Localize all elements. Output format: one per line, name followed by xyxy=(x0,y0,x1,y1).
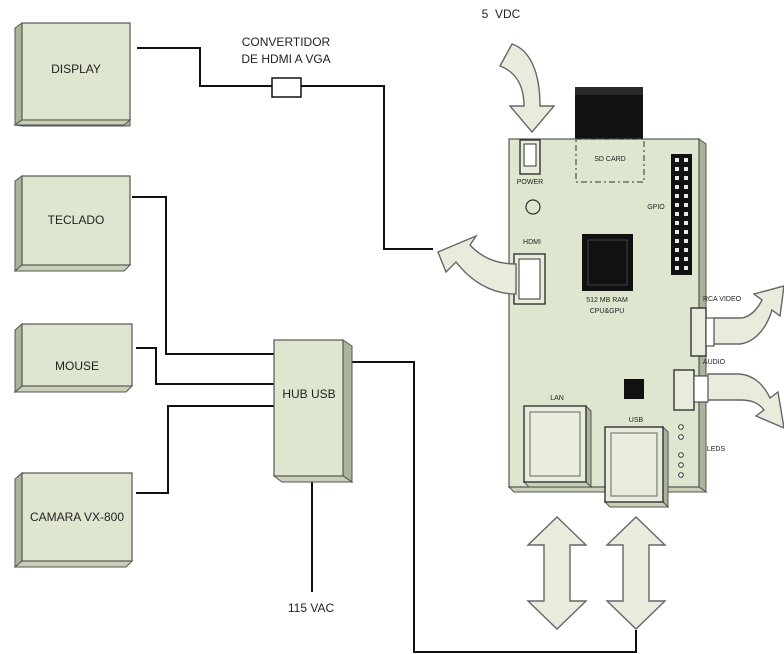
raspberry-board: POWER SD CARD GPIO HDMI 512 MB RAM CPU&G… xyxy=(507,87,742,509)
hub-power-label: 115 VAC xyxy=(288,601,335,615)
gpio-pin xyxy=(684,248,688,252)
gpio-pin xyxy=(675,239,679,243)
small-chip xyxy=(624,379,644,399)
audio-port xyxy=(673,369,695,411)
power-label: POWER xyxy=(517,179,543,186)
led-1 xyxy=(678,424,684,430)
hub-usb-box: HUB USB xyxy=(272,339,354,483)
hdmi-vga-converter: CONVERTIDOR DE HDMI A VGA xyxy=(241,35,331,98)
mouse-box: MOUSE xyxy=(13,322,134,394)
leds xyxy=(678,424,684,478)
usb-port xyxy=(604,426,664,503)
gpio-pin xyxy=(684,185,688,189)
led-2 xyxy=(678,434,684,440)
wire-hub-usb xyxy=(352,361,637,653)
gpio-pins xyxy=(675,158,688,270)
led-5 xyxy=(678,472,684,478)
chip-label-line1: 512 MB RAM xyxy=(586,297,628,304)
rca-video-output-arrow xyxy=(713,285,784,345)
gpio-pin xyxy=(684,203,688,207)
power-input-arrow xyxy=(498,43,556,134)
gpio-pin xyxy=(675,158,679,162)
lan-bidirectional-arrow xyxy=(526,516,588,630)
wire-teclado-hub xyxy=(132,196,274,355)
audio-output-arrow xyxy=(707,373,784,429)
gpio-header xyxy=(671,154,692,275)
sd-card-area xyxy=(575,138,645,183)
leds-label: LEDS xyxy=(707,446,726,453)
mouse-label: MOUSE xyxy=(55,359,99,373)
display-box: DISPLAY xyxy=(13,22,132,127)
display-label: DISPLAY xyxy=(51,62,101,76)
gpio-pin xyxy=(675,221,679,225)
gpio-pin xyxy=(684,176,688,180)
gpio-pin xyxy=(684,257,688,261)
sd-card-slot xyxy=(575,87,643,139)
gpio-pin xyxy=(684,212,688,216)
gpio-pin xyxy=(675,257,679,261)
gpio-pin xyxy=(675,212,679,216)
camara-box: CAMARA VX-800 xyxy=(13,471,134,569)
wire-mouse-hub xyxy=(136,347,274,385)
gpio-pin xyxy=(684,230,688,234)
teclado-box: TECLADO xyxy=(13,175,132,273)
gpio-pin xyxy=(684,158,688,162)
gpio-pin xyxy=(684,167,688,171)
gpio-pin xyxy=(675,167,679,171)
lan-port xyxy=(523,405,587,483)
camara-label: CAMARA VX-800 xyxy=(30,510,124,524)
converter-label-line2: DE HDMI A VGA xyxy=(241,52,330,66)
usb-bidirectional-arrow xyxy=(605,516,667,630)
sd-card-label: SD CARD xyxy=(594,156,626,163)
hdmi-output-arrow xyxy=(437,234,517,295)
wires xyxy=(132,47,637,653)
wire-display-converter xyxy=(137,47,272,87)
mount-hole xyxy=(525,199,541,215)
gpio-pin xyxy=(684,266,688,270)
cpu-chip xyxy=(582,234,633,291)
audio-label: AUDIO xyxy=(703,359,726,366)
hub-usb-label: HUB USB xyxy=(282,387,335,401)
gpio-pin xyxy=(684,221,688,225)
gpio-pin xyxy=(675,185,679,189)
usb-label: USB xyxy=(629,417,644,424)
rca-video-label: RCA VIDEO xyxy=(703,296,742,303)
gpio-label: GPIO xyxy=(647,204,665,211)
gpio-pin xyxy=(675,203,679,207)
converter-label-line1: CONVERTIDOR xyxy=(242,35,331,49)
gpio-pin xyxy=(684,239,688,243)
hdmi-label: HDMI xyxy=(523,239,541,246)
led-3 xyxy=(678,452,684,458)
wire-camara-hub xyxy=(136,405,274,494)
gpio-pin xyxy=(684,194,688,198)
gpio-pin xyxy=(675,176,679,180)
power-input-label: 5 VDC xyxy=(482,7,521,21)
lan-label: LAN xyxy=(550,395,564,402)
gpio-pin xyxy=(675,194,679,198)
rca-video-port xyxy=(690,307,707,357)
gpio-pin xyxy=(675,248,679,252)
led-4 xyxy=(678,462,684,468)
gpio-pin xyxy=(675,266,679,270)
chip-label-line2: CPU&GPU xyxy=(590,308,625,315)
converter-block xyxy=(271,77,302,98)
wire-converter-hdmi xyxy=(301,85,433,250)
gpio-pin xyxy=(675,230,679,234)
teclado-label: TECLADO xyxy=(48,213,105,227)
